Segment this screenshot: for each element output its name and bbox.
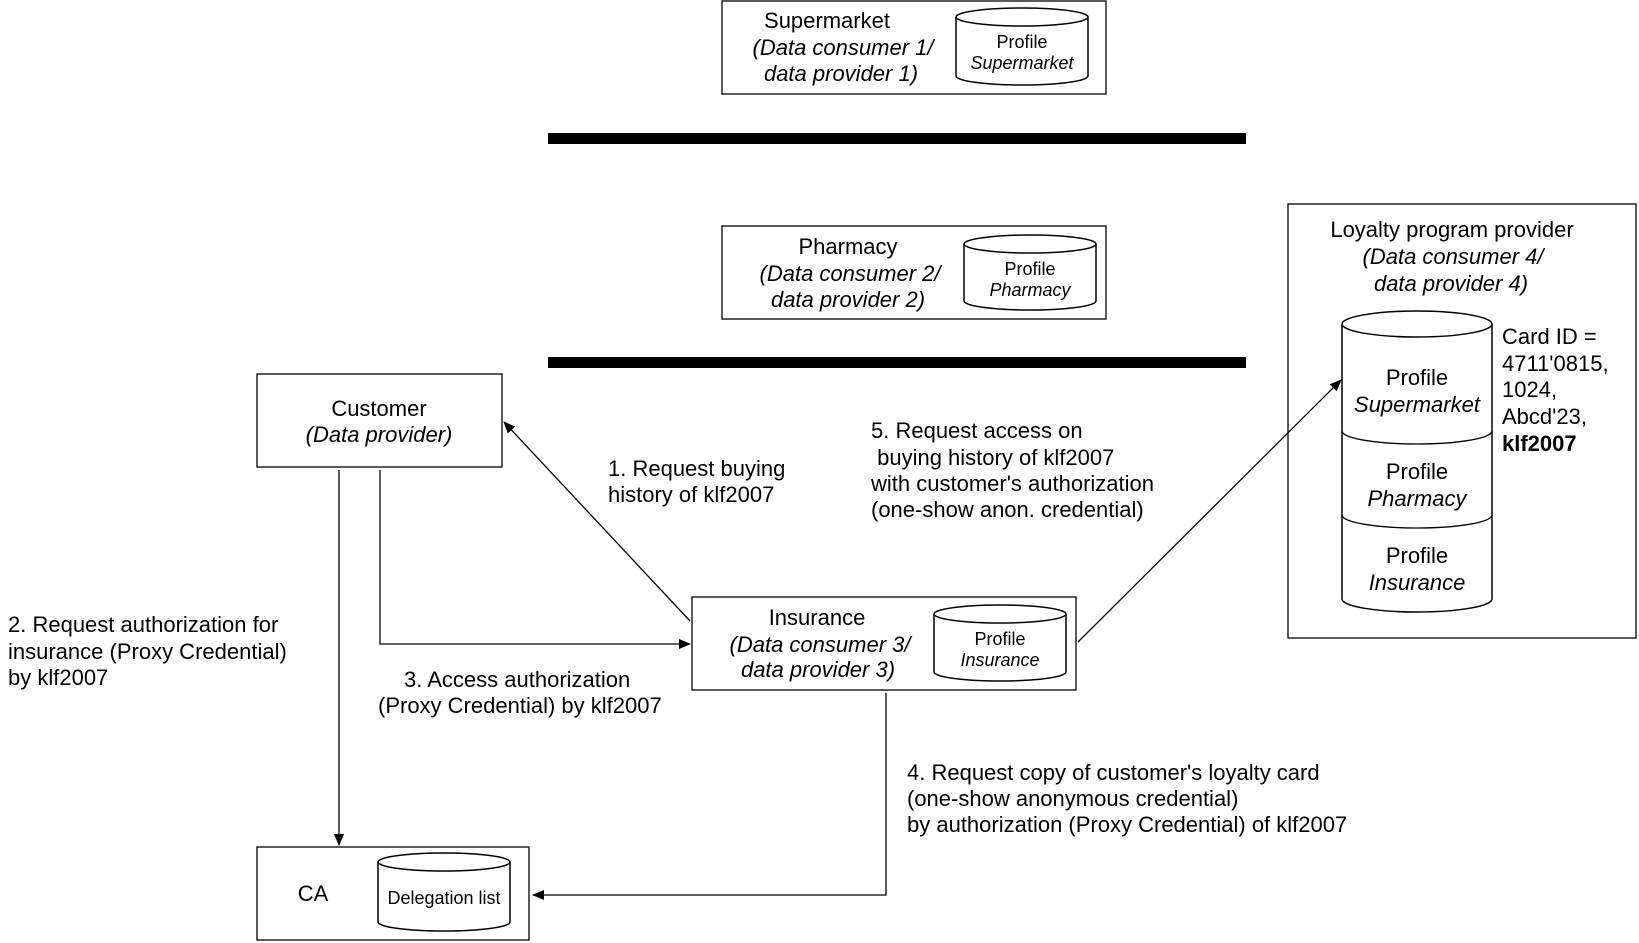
- card-id-line5: klf2007: [1502, 431, 1577, 456]
- svg-text:with customer's authorization: with customer's authorization: [870, 471, 1154, 496]
- svg-text:3. Access authorization: 3. Access authorization: [404, 667, 630, 692]
- svg-text:buying history of klf2007: buying history of klf2007: [871, 445, 1114, 470]
- arrow-step3: [379, 470, 691, 649]
- pharmacy-role-line1: (Data consumer 2/: [760, 261, 943, 286]
- step2-label: 2. Request authorization for insurance (…: [8, 612, 287, 690]
- svg-text:insurance (Proxy Credential): insurance (Proxy Credential): [8, 639, 287, 664]
- loyalty-db-supermarket-line2: Supermarket: [1354, 392, 1481, 417]
- loyalty-role-line2: data provider 4): [1374, 271, 1528, 296]
- supermarket-db-label-line2: Supermarket: [970, 53, 1074, 73]
- loyalty-db-insurance-line1: Profile: [1386, 543, 1448, 568]
- loyalty-db-pharmacy-line1: Profile: [1386, 459, 1448, 484]
- supermarket-title: Supermarket: [764, 8, 890, 33]
- insurance-role-line1: (Data consumer 3/: [730, 632, 913, 657]
- delegation-list-database-icon: [377, 852, 511, 932]
- svg-text:history of klf2007: history of klf2007: [608, 482, 774, 507]
- pharmacy-profile-database-icon: [963, 234, 1097, 311]
- step5-label: 5. Request access on buying history of k…: [870, 418, 1154, 522]
- arrow-step5: [1077, 379, 1342, 643]
- ca-node[interactable]: CA Delegation list: [256, 846, 530, 941]
- loyalty-role-line1: (Data consumer 4/: [1363, 244, 1546, 269]
- pharmacy-node[interactable]: Pharmacy (Data consumer 2/ data provider…: [721, 225, 1107, 320]
- pharmacy-db-label-line1: Profile: [1004, 259, 1055, 279]
- ca-db-label: Delegation list: [387, 888, 500, 908]
- customer-node[interactable]: Customer (Data provider): [256, 373, 503, 468]
- insurance-db-label-line2: Insurance: [960, 650, 1039, 670]
- svg-text:2. Request authorization for: 2. Request authorization for: [8, 612, 278, 637]
- insurance-node[interactable]: Insurance (Data consumer 3/ data provide…: [691, 596, 1077, 691]
- card-id-line4: Abcd'23,: [1502, 404, 1587, 429]
- insurance-title: Insurance: [769, 605, 866, 630]
- loyalty-db-insurance-line2: Insurance: [1369, 570, 1466, 595]
- svg-text:4. Request copy of customer's: 4. Request copy of customer's loyalty ca…: [907, 760, 1320, 785]
- svg-text:by klf2007: by klf2007: [8, 665, 108, 690]
- supermarket-node[interactable]: Supermarket (Data consumer 1/ data provi…: [721, 0, 1107, 95]
- loyalty-profiles-database-icon: [1341, 310, 1493, 613]
- step4-label: 4. Request copy of customer's loyalty ca…: [907, 760, 1347, 837]
- customer-role: (Data provider): [306, 422, 453, 447]
- arrow-step1: [503, 421, 691, 622]
- loyalty-db-supermarket-line1: Profile: [1386, 365, 1448, 390]
- pharmacy-title: Pharmacy: [798, 234, 897, 259]
- insurance-role-line2: data provider 3): [741, 657, 895, 682]
- svg-text:by authorization (Proxy Creden: by authorization (Proxy Credential) of k…: [907, 812, 1347, 837]
- customer-title: Customer: [331, 396, 426, 421]
- svg-text:(Proxy Credential) by klf2007: (Proxy Credential) by klf2007: [378, 693, 662, 718]
- svg-text:1. Request buying: 1. Request buying: [608, 456, 785, 481]
- pharmacy-db-label-line2: Pharmacy: [989, 280, 1071, 300]
- arrow-step4: [532, 693, 887, 900]
- card-id-line3: 1024,: [1502, 377, 1557, 402]
- svg-text:(one-show anon. credential): (one-show anon. credential): [871, 497, 1144, 522]
- supermarket-role-line1: (Data consumer 1/: [753, 35, 936, 60]
- step3-label: 3. Access authorization (Proxy Credentia…: [378, 667, 662, 718]
- step1-label: 1. Request buying history of klf2007: [608, 456, 785, 507]
- supermarket-profile-database-icon: [955, 7, 1089, 86]
- card-id-line2: 4711'0815,: [1502, 351, 1609, 376]
- pharmacy-role-line2: data provider 2): [771, 287, 925, 312]
- ca-title: CA: [298, 881, 329, 906]
- separator-bar-top: [548, 133, 1246, 144]
- loyalty-db-pharmacy-line2: Pharmacy: [1367, 486, 1468, 511]
- supermarket-db-label-line1: Profile: [996, 32, 1047, 52]
- svg-text:5. Request access on: 5. Request access on: [871, 418, 1083, 443]
- insurance-db-label-line1: Profile: [974, 629, 1025, 649]
- loyalty-provider-node[interactable]: Loyalty program provider (Data consumer …: [1287, 203, 1637, 639]
- insurance-profile-database-icon: [933, 604, 1067, 682]
- supermarket-role-line2: data provider 1): [764, 61, 918, 86]
- separator-bar-bottom: [548, 357, 1246, 368]
- svg-text:(one-show anonymous credential: (one-show anonymous credential): [907, 786, 1238, 811]
- card-id-line1: Card ID =: [1502, 324, 1597, 349]
- loyalty-title: Loyalty program provider: [1330, 217, 1573, 242]
